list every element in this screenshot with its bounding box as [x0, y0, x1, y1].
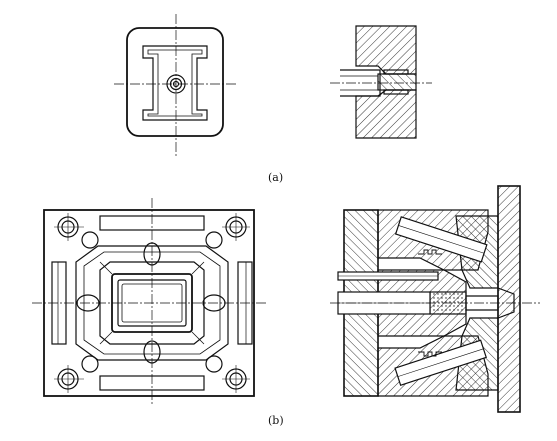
view-b-plan	[32, 198, 266, 406]
caption-a: (a)	[268, 171, 284, 184]
view-a-section	[330, 25, 432, 139]
caption-b: (b)	[268, 414, 284, 427]
view-a-plan	[114, 14, 238, 158]
view-b-section	[330, 185, 540, 413]
